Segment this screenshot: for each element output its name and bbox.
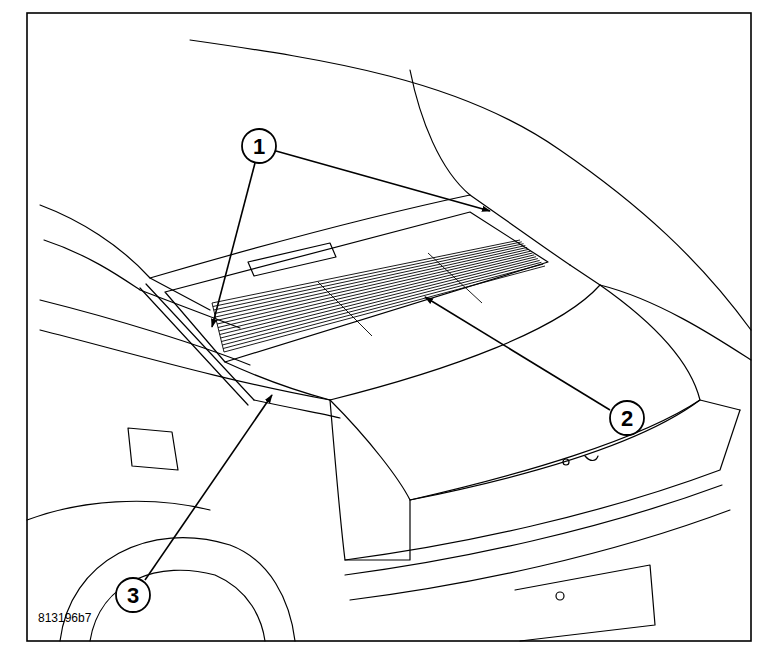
callout-circles [116, 129, 644, 612]
defroster-grid [212, 240, 545, 352]
body-side [27, 501, 210, 520]
defroster-line [219, 255, 534, 331]
trunk-lid [330, 285, 700, 500]
wheel-arch [60, 538, 295, 641]
defroster-line [212, 303, 224, 352]
brake-light [248, 243, 336, 276]
fuel-door [128, 428, 178, 470]
defroster-line [223, 264, 543, 348]
trunk-rear-edge [410, 400, 740, 500]
figure-code: 813196b7 [38, 612, 91, 624]
callout-circle [116, 578, 150, 612]
plate-lamp [556, 592, 564, 600]
leader-lines [145, 151, 610, 580]
callout-circle [610, 401, 644, 435]
deck-lid [225, 265, 600, 400]
leader-line [425, 297, 610, 410]
rear-fascia [345, 410, 740, 560]
defroster-line [220, 257, 536, 335]
callout-circle [242, 129, 276, 163]
trunk-lock [563, 459, 569, 465]
callout-number: 1 [253, 136, 265, 158]
c-pillar [40, 205, 210, 310]
leader-line [276, 151, 490, 211]
defroster-line [214, 244, 524, 310]
leader-line [145, 395, 272, 580]
defroster-line [222, 262, 541, 345]
c-pillar-lower [44, 240, 240, 328]
callout-number: 2 [621, 408, 633, 430]
bumper-bottom [350, 510, 730, 600]
trunk-emblem [585, 456, 598, 461]
roof-crease [410, 70, 470, 195]
roof-rear-edge [150, 195, 570, 278]
defroster-line [221, 260, 539, 341]
car-body-lines [27, 40, 751, 641]
figure-frame [27, 13, 751, 641]
defroster-line [318, 282, 372, 336]
quarter-crease [40, 300, 250, 365]
defroster-line [224, 266, 545, 352]
defroster-line [212, 240, 520, 303]
callout-number: 3 [127, 585, 139, 607]
quarter-panel [40, 330, 330, 400]
defroster-line [218, 253, 533, 328]
tire [90, 570, 265, 641]
defroster-line [216, 249, 529, 320]
license-plate [515, 565, 655, 641]
defroster-line [221, 259, 538, 338]
defroster-line [428, 253, 482, 303]
bumper-line [345, 485, 722, 575]
defroster-line [217, 251, 531, 324]
quarter-line [600, 285, 751, 360]
tail-lamp-left [330, 400, 410, 560]
leader-line [212, 163, 255, 327]
